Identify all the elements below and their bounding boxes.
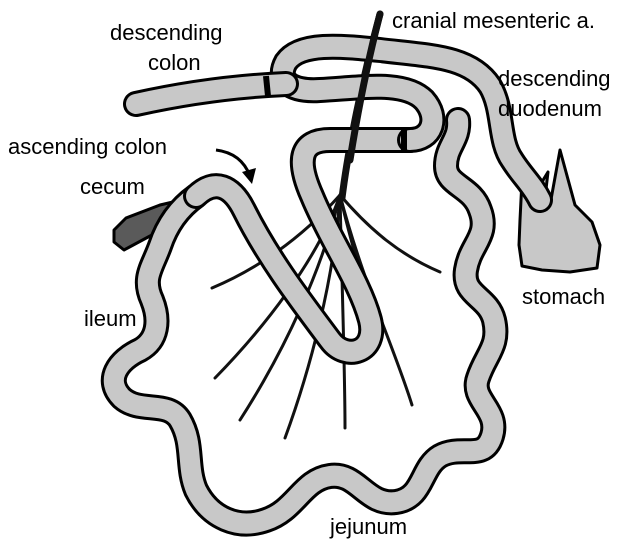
label-descending-colon-2: colon [148,50,201,75]
arrow-head-icon [242,168,256,184]
label-cecum: cecum [80,174,145,199]
label-ileum: ileum [84,306,137,331]
ascending-colon [196,140,410,352]
label-stomach: stomach [522,284,605,309]
label-descending-duodenum-2: duodenum [498,96,602,121]
label-cranial-mesenteric: cranial mesenteric a. [392,8,595,33]
colon-marker [266,76,268,96]
label-ascending-colon: ascending colon [8,134,167,159]
label-jejunum: jejunum [329,514,407,539]
label-descending-duodenum-1: descending [498,66,611,91]
label-descending-colon-1: descending [110,20,223,45]
